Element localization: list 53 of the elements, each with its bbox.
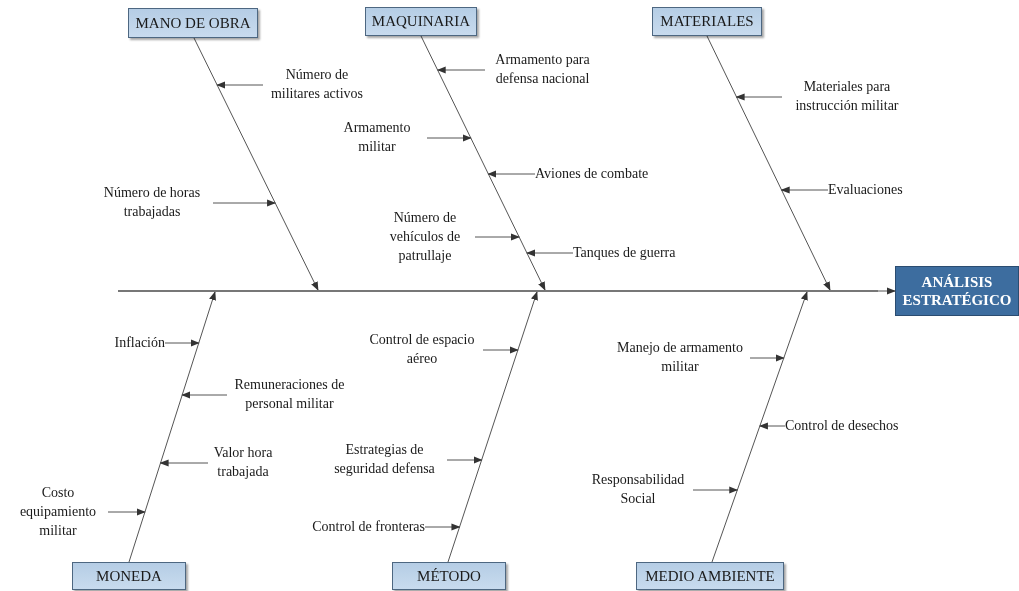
cause-label: Tanques de guerra xyxy=(573,243,676,263)
arrow xyxy=(159,459,209,467)
arrow xyxy=(107,508,146,516)
cause-label: Control de desechos xyxy=(785,416,899,436)
arrow xyxy=(447,291,538,563)
category-box: MATERIALES xyxy=(652,7,762,36)
arrow xyxy=(877,287,896,295)
effect-box: ANÁLISIS ESTRATÉGICO xyxy=(895,266,1019,316)
arrow xyxy=(692,486,739,494)
cause-label: Estrategias de seguridad defensa xyxy=(322,441,447,479)
cause-label: Valor hora trabajada xyxy=(208,444,278,482)
cause-label: Responsabilidad Social xyxy=(583,471,693,509)
cause-label: Número de militares activos xyxy=(263,66,371,104)
cause-label: Aviones de combate xyxy=(535,164,649,184)
category-box: MÉTODO xyxy=(392,562,506,590)
category-box: MAQUINARIA xyxy=(365,7,477,36)
category-box: MEDIO AMBIENTE xyxy=(636,562,784,590)
arrow xyxy=(164,339,200,347)
arrow xyxy=(216,81,264,89)
cause-label: Costo equipamiento militar xyxy=(8,483,108,541)
arrow xyxy=(487,170,536,178)
cause-label: Armamento militar xyxy=(327,119,427,157)
cause-label: Control de fronteras xyxy=(312,517,425,537)
arrow xyxy=(526,249,574,257)
spine-line xyxy=(118,290,878,292)
category-box: MANO DE OBRA xyxy=(128,8,258,38)
arrow xyxy=(420,35,546,291)
arrow xyxy=(128,291,216,563)
category-box: MONEDA xyxy=(72,562,186,590)
arrow xyxy=(482,346,519,354)
cause-label: Materiales para instrucción militar xyxy=(782,78,912,116)
cause-label: Número de vehículos de patrullaje xyxy=(375,208,475,266)
cause-label: Manejo de armamento militar xyxy=(610,339,750,377)
arrow xyxy=(426,134,472,142)
arrow xyxy=(735,93,783,101)
arrow xyxy=(193,37,319,291)
arrow xyxy=(706,35,831,291)
arrow xyxy=(749,354,785,362)
arrow xyxy=(446,456,483,464)
arrow xyxy=(212,199,277,207)
cause-label: Control de espacio aéreo xyxy=(361,331,483,369)
cause-label: Remuneraciones de personal militar xyxy=(227,376,352,414)
cause-label: Evaluaciones xyxy=(828,180,903,200)
cause-label: Inflación xyxy=(114,333,165,353)
arrow xyxy=(181,391,228,399)
arrow xyxy=(780,186,829,194)
arrow xyxy=(758,422,786,430)
arrow xyxy=(474,233,521,241)
arrow xyxy=(436,66,486,74)
cause-label: Número de horas trabajadas xyxy=(91,184,213,222)
cause-label: Armamento para defensa nacional xyxy=(485,51,600,89)
arrow xyxy=(711,291,808,563)
arrow xyxy=(424,523,461,531)
